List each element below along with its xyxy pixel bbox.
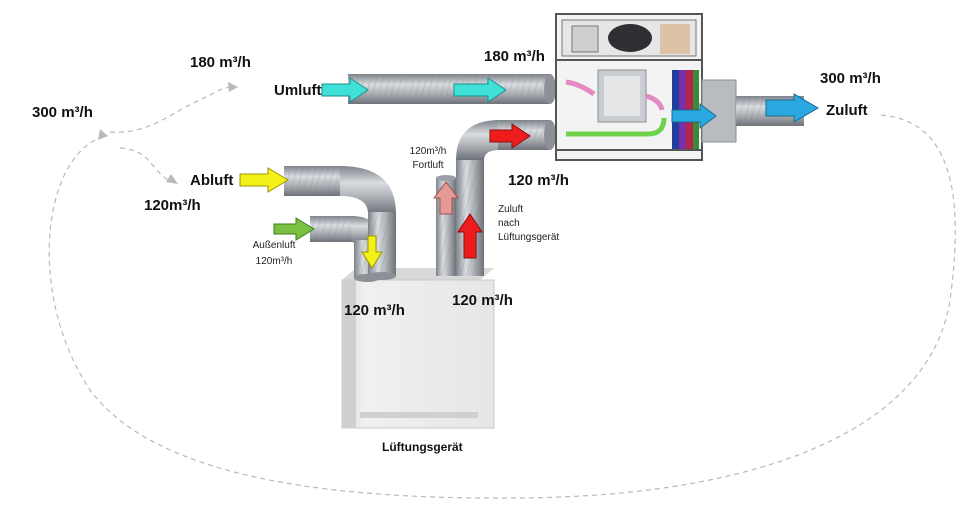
zuluft-nach-line3: Lüftungsgerät [498, 232, 560, 243]
heat-pump-unit [555, 13, 703, 161]
abluft-label: Abluft [190, 172, 234, 189]
abluft-duct [284, 166, 396, 280]
circulation-dashed-line [48, 86, 956, 499]
aussenluft-arrow [273, 217, 315, 241]
dashed-arrowhead-abluft [166, 174, 178, 184]
aussenluft-label: Außenluft [252, 240, 296, 251]
zuluft-nach-line2: nach [498, 218, 520, 229]
flow-label-180-umluft: 180 m³/h [484, 48, 545, 65]
fortluft-arrow [433, 181, 459, 215]
flow-label-120-unit-right: 120 m³/h [452, 292, 513, 309]
flow-label-120-right: 120 m³/h [508, 172, 569, 189]
umluft-label: Umluft [274, 82, 322, 99]
ventilation-unit [341, 268, 495, 429]
dashed-arrowhead-top [228, 82, 238, 92]
dashed-arrowhead-left [98, 129, 108, 140]
flow-label-300-left: 300 m³/h [32, 104, 93, 121]
supply-arrow-right [489, 123, 531, 149]
zuluft-label: Zuluft [826, 102, 868, 119]
umluft-arrow-mid [453, 77, 507, 103]
fortluft-flow-label: 120m³/h [409, 146, 447, 157]
umluft-duct [348, 74, 556, 104]
unit-caption: Lüftungsgerät [382, 440, 463, 454]
umluft-arrow-left [321, 77, 369, 103]
abluft-down-arrow [361, 235, 383, 269]
zuluft-arrow-outlet [765, 93, 819, 123]
flow-label-120-unit-left: 120 m³/h [344, 302, 405, 319]
supply-arrow-up [457, 213, 483, 259]
zuluft-arrow-unit [671, 103, 717, 129]
flow-label-120-abluft: 120m³/h [144, 197, 201, 214]
abluft-arrow [239, 167, 289, 193]
flow-label-300-right: 300 m³/h [820, 70, 881, 87]
fortluft-label: Fortluft [412, 160, 444, 171]
zuluft-nach-line1: Zuluft [498, 204, 524, 215]
aussenluft-flow-label: 120m³/h [255, 256, 293, 267]
flow-label-180-top: 180 m³/h [190, 54, 251, 71]
